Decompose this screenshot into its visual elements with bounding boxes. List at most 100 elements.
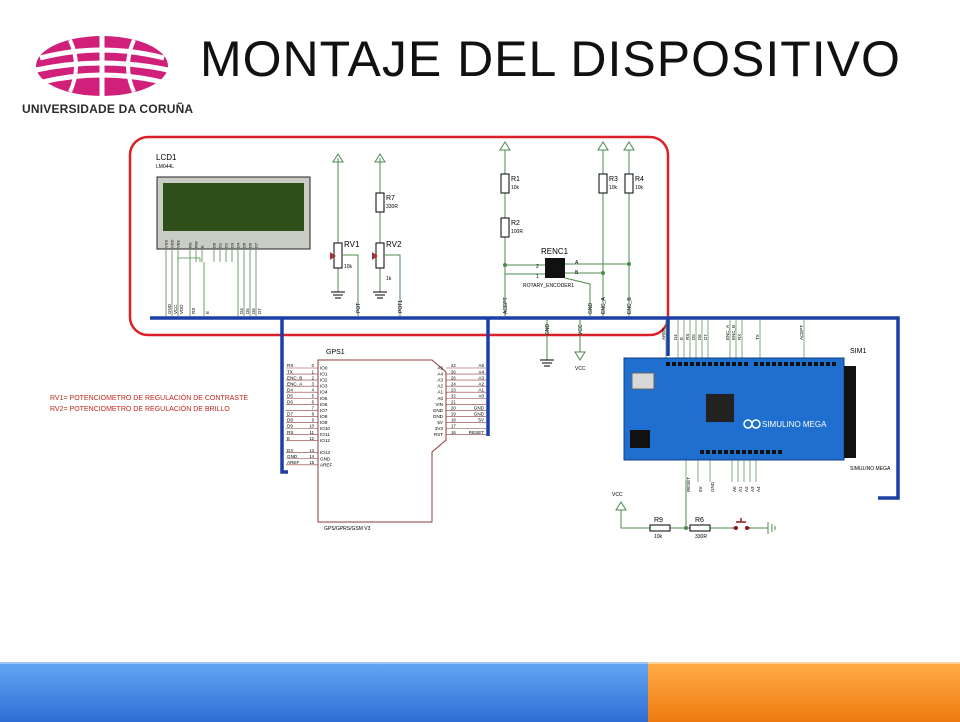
lcd-pin-label: D6 <box>248 242 253 248</box>
gps-left-pin: IO13 <box>320 450 330 455</box>
gps-left-pin: IO6 <box>320 402 328 407</box>
sim-header-pin <box>826 362 830 366</box>
gps-left-num: 11 <box>310 430 315 435</box>
r4-resistor: R4 10k <box>624 173 644 194</box>
gps-right-net: 5V <box>478 418 485 423</box>
r4-ref: R4 <box>635 176 644 183</box>
gps-left-pin: IO12 <box>320 438 330 443</box>
sim-top-net: D7 <box>703 334 708 340</box>
sim-header-pin <box>814 362 818 366</box>
sim-header-pin <box>714 362 718 366</box>
gps-left-num: 5 <box>312 393 315 398</box>
gps-right-num: 24 <box>451 381 456 386</box>
gps-right-pin: A5 <box>437 366 443 371</box>
sim-ref: SIM1 <box>850 348 866 355</box>
footer-bar-orange <box>648 662 960 722</box>
sim-bottom-net: A4 <box>756 486 761 492</box>
sim-header-pin <box>744 362 748 366</box>
gps-left-pin: IO9 <box>320 420 328 425</box>
sim-top-net: E <box>679 337 684 340</box>
tap-gnd-label: GND <box>545 324 551 336</box>
sim-top-net: D6 <box>697 334 702 340</box>
sim-bottom-net: A2 <box>744 486 749 492</box>
rv2-ref: RV2 <box>386 240 402 249</box>
sim-header-pin <box>690 362 694 366</box>
svg-text:A: A <box>575 260 579 266</box>
gps-right-num: 26 <box>451 375 456 380</box>
sim-header-pin <box>796 362 800 366</box>
gps-left-pin: IO8 <box>320 414 328 419</box>
sim-header-pin <box>760 362 764 366</box>
sim-top-net: ENC_B <box>731 325 736 340</box>
sim-header-pin <box>766 362 770 366</box>
sim-header-pin <box>808 362 812 366</box>
gps-right-net: RESET <box>469 430 485 435</box>
sim-top-net: RX <box>737 334 742 340</box>
rv1-net: POT <box>356 303 362 313</box>
gps-left-pin: IO3 <box>320 384 328 389</box>
lcd-bus-label: D6 <box>251 308 256 314</box>
lcd-pin-label: E <box>200 245 205 248</box>
note-rv2: RV2= POTENCIOMETRO DE REGULACIÓN DE BRIL… <box>50 404 230 413</box>
lcd-bus-label: GND <box>167 303 172 314</box>
lcd-pin-label: D7 <box>254 242 259 248</box>
sim-header-pin <box>832 362 836 366</box>
main-bus <box>150 316 900 500</box>
sim-board-name: SIMULINO MEGA <box>762 420 827 429</box>
gps-right-num: 21 <box>451 400 456 405</box>
gnd-vcc-taps <box>546 320 586 361</box>
sim-header-pin <box>754 362 758 366</box>
gps-right-net: GND <box>474 412 485 417</box>
sim-header-pin <box>724 450 728 454</box>
rv1-value: 10k <box>344 264 353 270</box>
gps-right-pin: GND <box>433 414 444 419</box>
supply-arrows <box>332 141 635 163</box>
lcd-pin-label: VSS <box>164 240 169 248</box>
sim-header-pin <box>720 362 724 366</box>
sim-header-pin <box>702 362 706 366</box>
gps-right-num: 20 <box>451 406 456 411</box>
university-name: UNIVERSIDADE DA CORUÑA <box>22 102 194 116</box>
gps-left-net: D4 <box>287 387 293 392</box>
sim-header-pin <box>772 362 776 366</box>
r2-ref: R2 <box>511 220 520 227</box>
rv1-potentiometer: RV1 10k POT <box>330 240 362 313</box>
university-logo <box>35 36 169 96</box>
gps-right-pin: RST <box>434 432 443 437</box>
gps-right-net: A4 <box>478 369 484 374</box>
gps-right-num: 22 <box>451 363 456 368</box>
r7-resistor: R7 330R <box>375 192 398 213</box>
r2-value: 100R <box>511 229 523 235</box>
gps-left-num: 2 <box>312 375 315 380</box>
gps-right-pin: A4 <box>437 372 443 377</box>
sim-top-net: TX <box>755 334 760 340</box>
lcd-bus-label: D4 <box>239 308 244 314</box>
gps-right-net: A2 <box>478 381 484 386</box>
lcd-pin-label: D3 <box>230 242 235 248</box>
gps-left-num: 3 <box>312 381 315 386</box>
gps-left-net: D4 <box>287 448 293 453</box>
r1-ref: R1 <box>511 176 520 183</box>
gps-left-pin: AREF <box>320 462 332 467</box>
sim-bottom-net: A3 <box>750 486 755 492</box>
gps-left-pin: IO5 <box>320 396 328 401</box>
sim-header-pin <box>708 362 712 366</box>
r7-ref: R7 <box>386 195 395 202</box>
sim-bottom-net: RESET <box>686 477 691 492</box>
reset-vcc: VCC <box>612 492 623 498</box>
gps-left-pin: IO1 <box>320 372 328 377</box>
svg-text:B: B <box>575 270 579 276</box>
sim-header-pin <box>748 450 752 454</box>
sim-header-pin <box>700 450 704 454</box>
r3-ref: R3 <box>609 176 618 183</box>
potentiometers <box>337 158 401 316</box>
gps-right-net: GND <box>474 406 485 411</box>
